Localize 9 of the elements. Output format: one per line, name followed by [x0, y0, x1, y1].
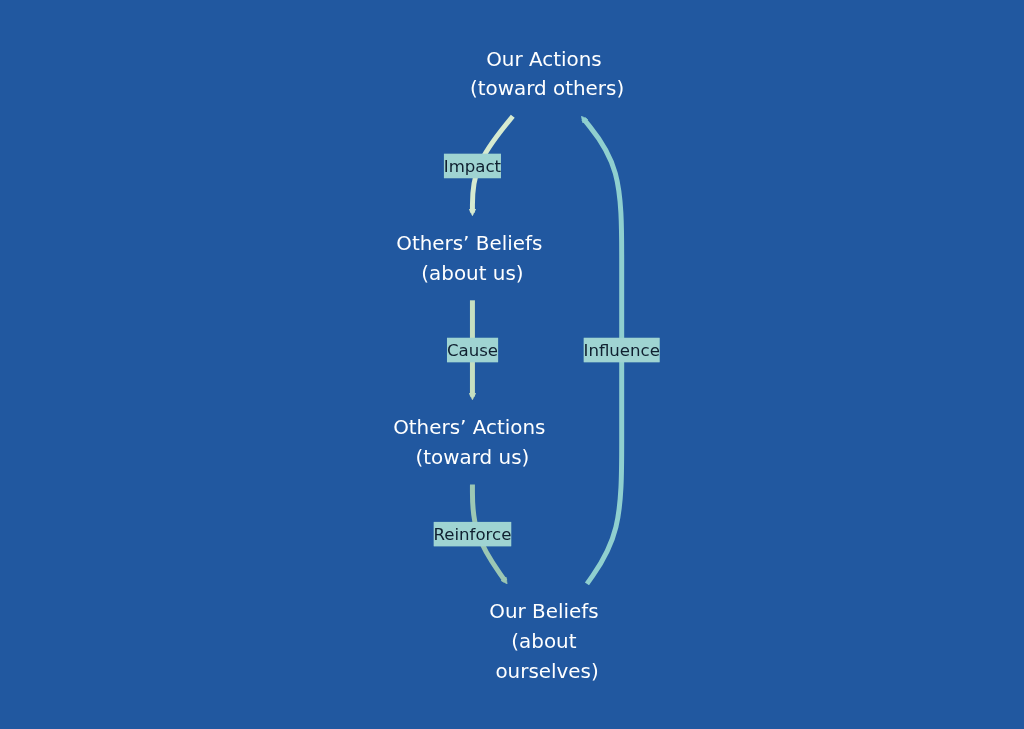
node-text: Others’ Actions (toward us) — [392, 415, 546, 469]
edge-label: Reinforce — [433, 523, 512, 544]
arrow — [580, 115, 624, 585]
edge-label: Cause — [446, 339, 498, 360]
node-text: Our Actions (toward others) — [469, 46, 624, 100]
edge-label: Influence — [583, 339, 660, 360]
node-text: Others’ Beliefs (about us) — [395, 230, 543, 285]
edge-label: Impact — [443, 155, 501, 176]
node-text: Our Beliefs (about ourselves) — [488, 599, 599, 683]
